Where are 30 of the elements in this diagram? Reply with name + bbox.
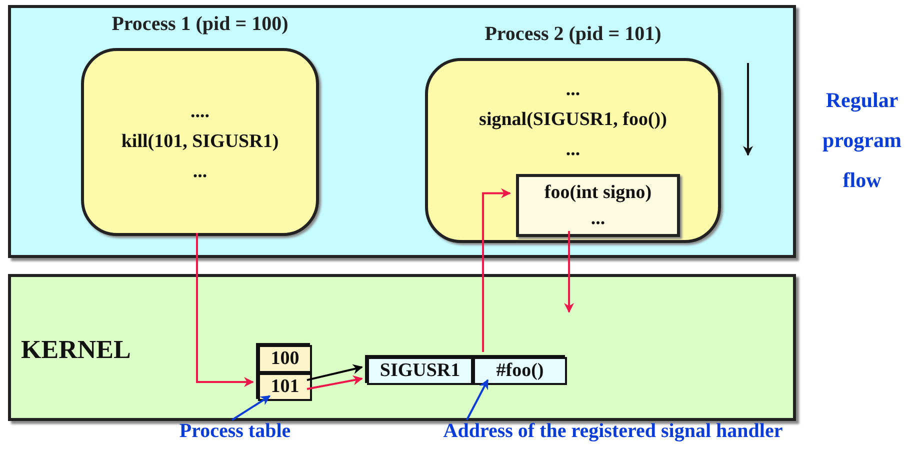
code-line: signal(SIGUSR1, foo())	[479, 108, 667, 132]
handler-box	[516, 174, 680, 237]
table-cell: #foo()	[473, 357, 567, 385]
code-line: kill(101, SIGUSR1)	[121, 130, 279, 154]
arrow	[306, 375, 363, 390]
arrow	[564, 231, 574, 313]
table-outline	[256, 343, 310, 399]
leader-arrow	[231, 395, 271, 421]
code-line: ...	[566, 78, 580, 102]
table-outline	[365, 355, 565, 383]
code-line: ....	[190, 100, 210, 124]
code-line: ...	[566, 138, 580, 162]
code-line: foo(int signo)	[544, 180, 652, 204]
code-line: ...	[590, 206, 606, 230]
code-line: ...	[192, 160, 208, 184]
leader-arrow	[466, 379, 489, 420]
table-cell: SIGUSR1	[367, 357, 473, 385]
arrow	[306, 364, 363, 382]
flow-note: Regular program flow	[822, 87, 902, 194]
process-title: Process 2 (pid = 101)	[484, 23, 662, 46]
arrow	[196, 233, 254, 387]
note-text: Process table	[160, 420, 310, 448]
panel-title: KERNEL	[21, 335, 131, 365]
table-cell: 100	[258, 345, 312, 373]
note-text: Address of the registered signal handler	[398, 420, 828, 448]
arrow	[482, 188, 511, 352]
process-title: Process 1 (pid = 100)	[110, 13, 290, 36]
panel	[8, 5, 796, 258]
panel	[8, 274, 796, 421]
table-cell: 101	[258, 373, 312, 401]
